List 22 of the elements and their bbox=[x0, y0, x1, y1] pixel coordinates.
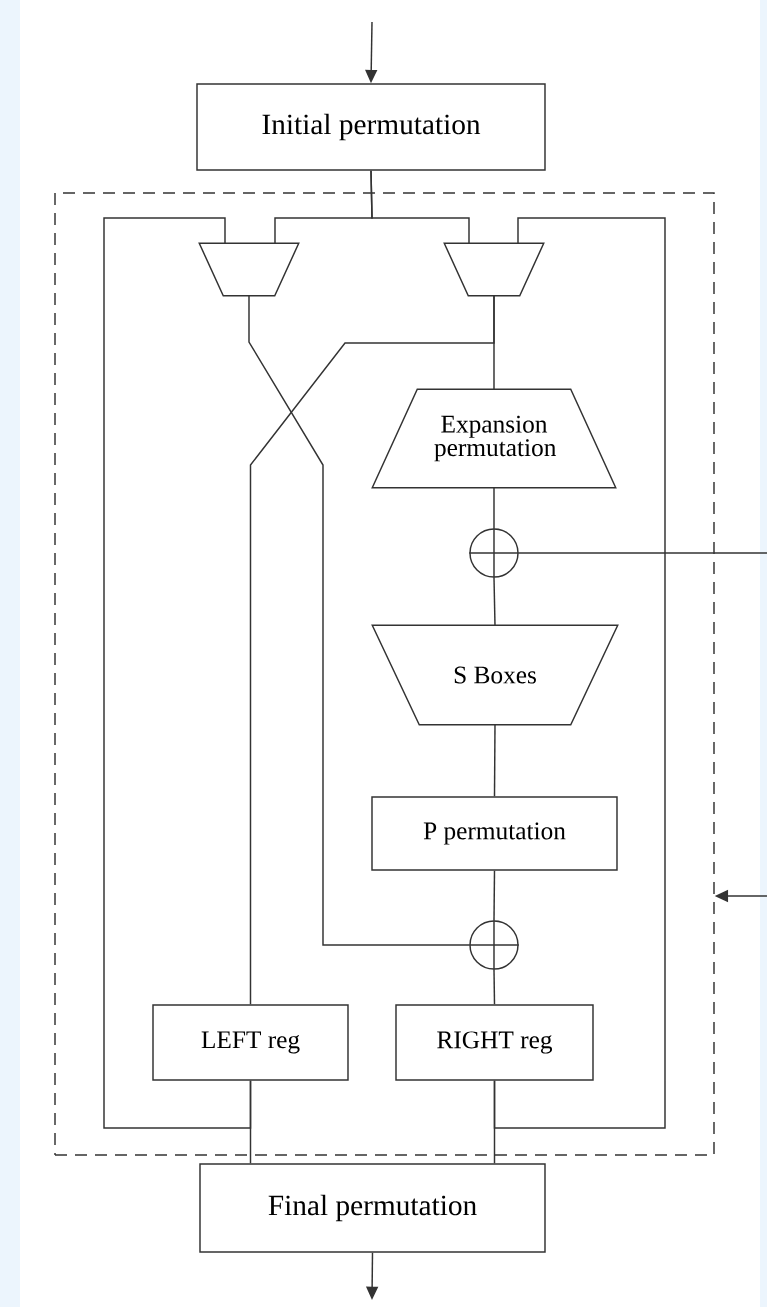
process-box: Final permutation bbox=[199, 1163, 546, 1253]
connector-line bbox=[493, 724, 496, 797]
process-box: Initial permutation bbox=[196, 83, 546, 171]
trapezoid-block: S Boxes bbox=[371, 624, 619, 726]
connector-line bbox=[518, 552, 767, 554]
connector-line bbox=[370, 170, 470, 244]
trapezoid-block: Expansion permutation bbox=[371, 388, 617, 489]
xor-symbol bbox=[468, 527, 520, 579]
trapezoid-block bbox=[443, 242, 545, 297]
trapezoid-block bbox=[198, 242, 300, 297]
process-box: RIGHT reg bbox=[395, 1004, 594, 1081]
process-box: LEFT reg bbox=[152, 1004, 349, 1081]
connector-line bbox=[493, 295, 495, 390]
xor-symbol bbox=[468, 919, 520, 971]
connector-line bbox=[248, 295, 470, 946]
connector-line bbox=[103, 217, 252, 1129]
connector-line bbox=[493, 217, 666, 1129]
connector-line bbox=[493, 969, 496, 1005]
connector-line bbox=[493, 577, 496, 626]
connector-line bbox=[493, 487, 495, 529]
connector-line bbox=[493, 870, 496, 921]
process-box: P permutation bbox=[371, 796, 618, 871]
